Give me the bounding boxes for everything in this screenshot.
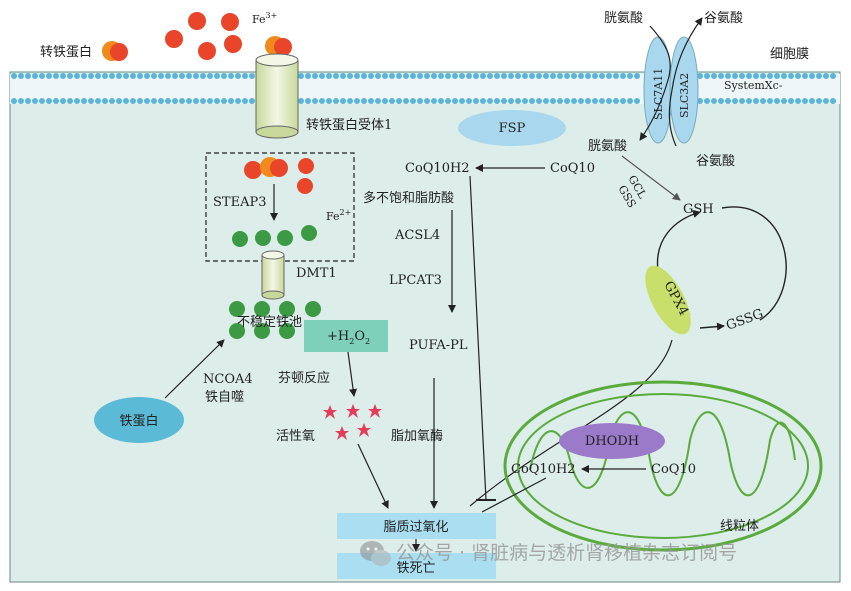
wechat-icon	[360, 541, 391, 566]
dmt1-label: DMT1	[296, 266, 337, 281]
h2o2-box	[304, 320, 388, 352]
acsl4-label: ACSL4	[394, 228, 440, 243]
fenton-label: 芬顿反应	[278, 370, 330, 386]
ferritinophagy-arrow	[164, 339, 225, 399]
ferritin-label: 铁蛋白	[119, 413, 158, 429]
cell-cytoplasm	[9, 71, 841, 583]
glutamate-in-label: 谷氨酸	[696, 154, 735, 169]
steap3-label: STEAP3	[213, 195, 266, 210]
tfr1-channel	[255, 53, 299, 139]
cystine-to-gsh-arrow	[621, 155, 681, 201]
pufa-pl-label: PUFA-PL	[409, 338, 468, 353]
pufa-label: 多不饱和脂肪酸	[363, 190, 454, 206]
ros-to-lipid-arrow	[357, 443, 389, 509]
gsh-to-gssg-arrow	[699, 322, 725, 331]
coq10-label: CoQ10	[550, 161, 595, 176]
dhodh-enzyme	[559, 423, 665, 459]
systemxc-label: SystemXc-	[724, 79, 783, 92]
coq10h2-label: CoQ10H2	[405, 161, 470, 176]
ferritin-oval	[94, 397, 184, 443]
lipid-peroxidation-label: 脂质过氧化	[383, 520, 448, 535]
cystine-import-arrow	[639, 25, 671, 141]
coq10h2-inhibition-line	[469, 175, 487, 501]
mitochondria-label: 线粒体	[720, 519, 759, 534]
transferrin-bound-icon	[265, 36, 292, 56]
glutamate-export-arrow	[668, 17, 703, 147]
dmt1-channel	[261, 250, 285, 300]
gpx4-inhibition-line	[469, 339, 673, 507]
ncoa4-label: NCOA4	[203, 372, 253, 387]
cell-membrane-label: 细胞膜	[770, 47, 809, 62]
fsp-label: FSP	[499, 121, 526, 136]
slc7a11-label: SLC7A11	[652, 68, 665, 120]
cystine-in-label: 胱氨酸	[588, 139, 627, 154]
transferrin-out-label: 转铁蛋白	[40, 44, 92, 60]
transferrin-out-icon	[102, 41, 128, 61]
cell-membrane-bilayer	[10, 73, 840, 104]
slc7a11-protein: SLC7A11	[643, 36, 673, 144]
cystine-out-label: 胱氨酸	[604, 11, 643, 26]
fe2-label: Fe2+	[326, 208, 351, 223]
h2o2-label: +H2O2	[327, 329, 370, 346]
mito-coq10h2-inhibition-line	[481, 477, 547, 513]
ros-label: 活性氧	[276, 429, 315, 444]
fe3-ions-group	[165, 12, 242, 60]
lox-label: 脂加氧酶	[391, 428, 443, 444]
lpcat3-label: LPCAT3	[389, 273, 442, 288]
mitochondria	[503, 380, 823, 552]
fe3-label: Fe3+	[252, 11, 277, 26]
lipid-peroxidation-box	[337, 513, 496, 539]
endosome-fe2-ions	[232, 225, 317, 247]
glutamate-out-label: 谷氨酸	[704, 11, 743, 26]
ferroptosis-label: 铁死亡	[396, 561, 435, 576]
mito-coq10-label: CoQ10	[651, 462, 696, 477]
watermark-text: 公众号 · 肾脏病与透析肾移植杂志订阅号	[396, 542, 737, 564]
slc3a2-protein: SLC3A2	[669, 36, 699, 144]
gsh-label: GSH	[683, 202, 714, 217]
ros-stars	[323, 404, 382, 440]
ferritinophagy-label: 铁自噬	[205, 390, 244, 405]
mito-coq10h2-label: CoQ10H2	[511, 462, 576, 477]
tfr1-label: 转铁蛋白受体1	[306, 117, 392, 133]
fenton-arrow	[347, 351, 358, 397]
fsp-protein	[458, 110, 566, 146]
slc3a2-label: SLC3A2	[678, 73, 691, 118]
labile-iron-pool-label: 不稳定铁池	[237, 314, 302, 330]
dhodh-label: DHODH	[585, 434, 639, 449]
endosome-fe3-ions	[244, 157, 314, 194]
gsh-cycle-arc	[721, 206, 787, 321]
